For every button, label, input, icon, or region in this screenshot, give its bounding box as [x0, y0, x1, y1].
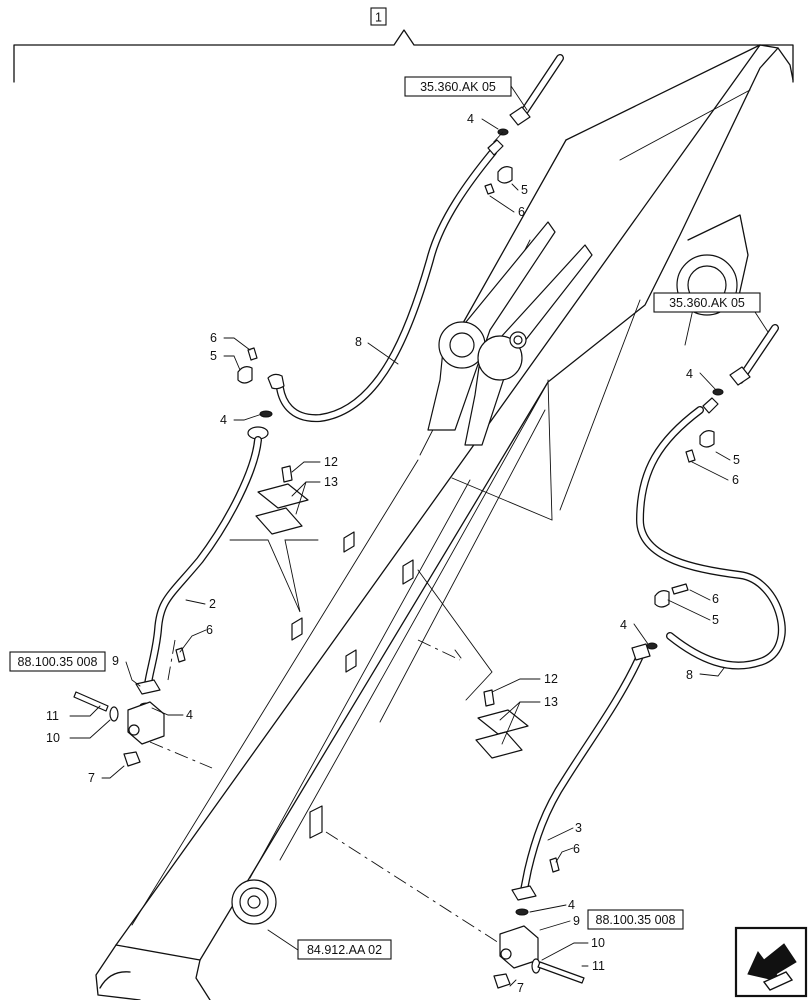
callout-5: 5 — [733, 453, 740, 467]
callout-6: 6 — [732, 473, 739, 487]
callout-6: 6 — [210, 331, 217, 345]
callout-4: 4 — [568, 898, 575, 912]
callout-4: 4 — [186, 708, 193, 722]
callout-7: 7 — [517, 981, 524, 995]
back-arrow-icon[interactable] — [734, 926, 808, 998]
callout-7: 7 — [88, 771, 95, 785]
callout-11: 11 — [592, 959, 605, 973]
ref-valve-left[interactable]: 88.100.35 008 — [18, 655, 98, 669]
callout-4: 4 — [620, 618, 627, 632]
callout-6: 6 — [573, 842, 580, 856]
hose-8-right — [635, 324, 786, 670]
callout-12: 12 — [544, 672, 558, 686]
clamp-right — [475, 689, 529, 759]
callout-5: 5 — [521, 183, 528, 197]
ref-valve-right[interactable]: 88.100.35 008 — [596, 913, 676, 927]
ref-hose-fitting-top[interactable]: 35.360.AK 05 — [420, 80, 496, 94]
assembly-number: 1 — [375, 11, 382, 25]
callout-3: 3 — [575, 821, 582, 835]
callout-6: 6 — [206, 623, 213, 637]
callout-4: 4 — [686, 367, 693, 381]
callout-4: 4 — [220, 413, 227, 427]
callout-8: 8 — [686, 668, 693, 682]
callout-11: 11 — [46, 709, 59, 723]
callout-5: 5 — [210, 349, 217, 363]
callout-8: 8 — [355, 335, 362, 349]
callout-2: 2 — [209, 597, 216, 611]
boom — [95, 44, 794, 1000]
callout-12: 12 — [324, 455, 338, 469]
callout-13: 13 — [544, 695, 558, 709]
callout-10: 10 — [591, 936, 605, 950]
pipe-2-left — [73, 436, 262, 767]
hose-8-left — [237, 54, 564, 440]
reference-boxes: 35.360.AK 05 35.360.AK 05 88.100.35 008 … — [9, 76, 769, 960]
assembly-bracket: 1 — [13, 7, 794, 83]
callout-5: 5 — [712, 613, 719, 627]
ref-boom[interactable]: 84.912.AA 02 — [307, 943, 382, 957]
callout-9: 9 — [573, 914, 580, 928]
callout-4: 4 — [467, 112, 474, 126]
callout-9: 9 — [112, 654, 119, 668]
clamp-left — [255, 465, 309, 535]
callout-6: 6 — [712, 592, 719, 606]
callout-10: 10 — [46, 731, 60, 745]
callouts: 4 5 6 8 6 5 4 12 13 2 6 9 4 11 10 7 — [46, 112, 740, 995]
ref-hose-fitting-right[interactable]: 35.360.AK 05 — [669, 296, 745, 310]
clip-leaders — [149, 539, 511, 951]
callout-13: 13 — [324, 475, 338, 489]
callout-6: 6 — [518, 205, 525, 219]
pipe-3-right — [493, 643, 651, 989]
